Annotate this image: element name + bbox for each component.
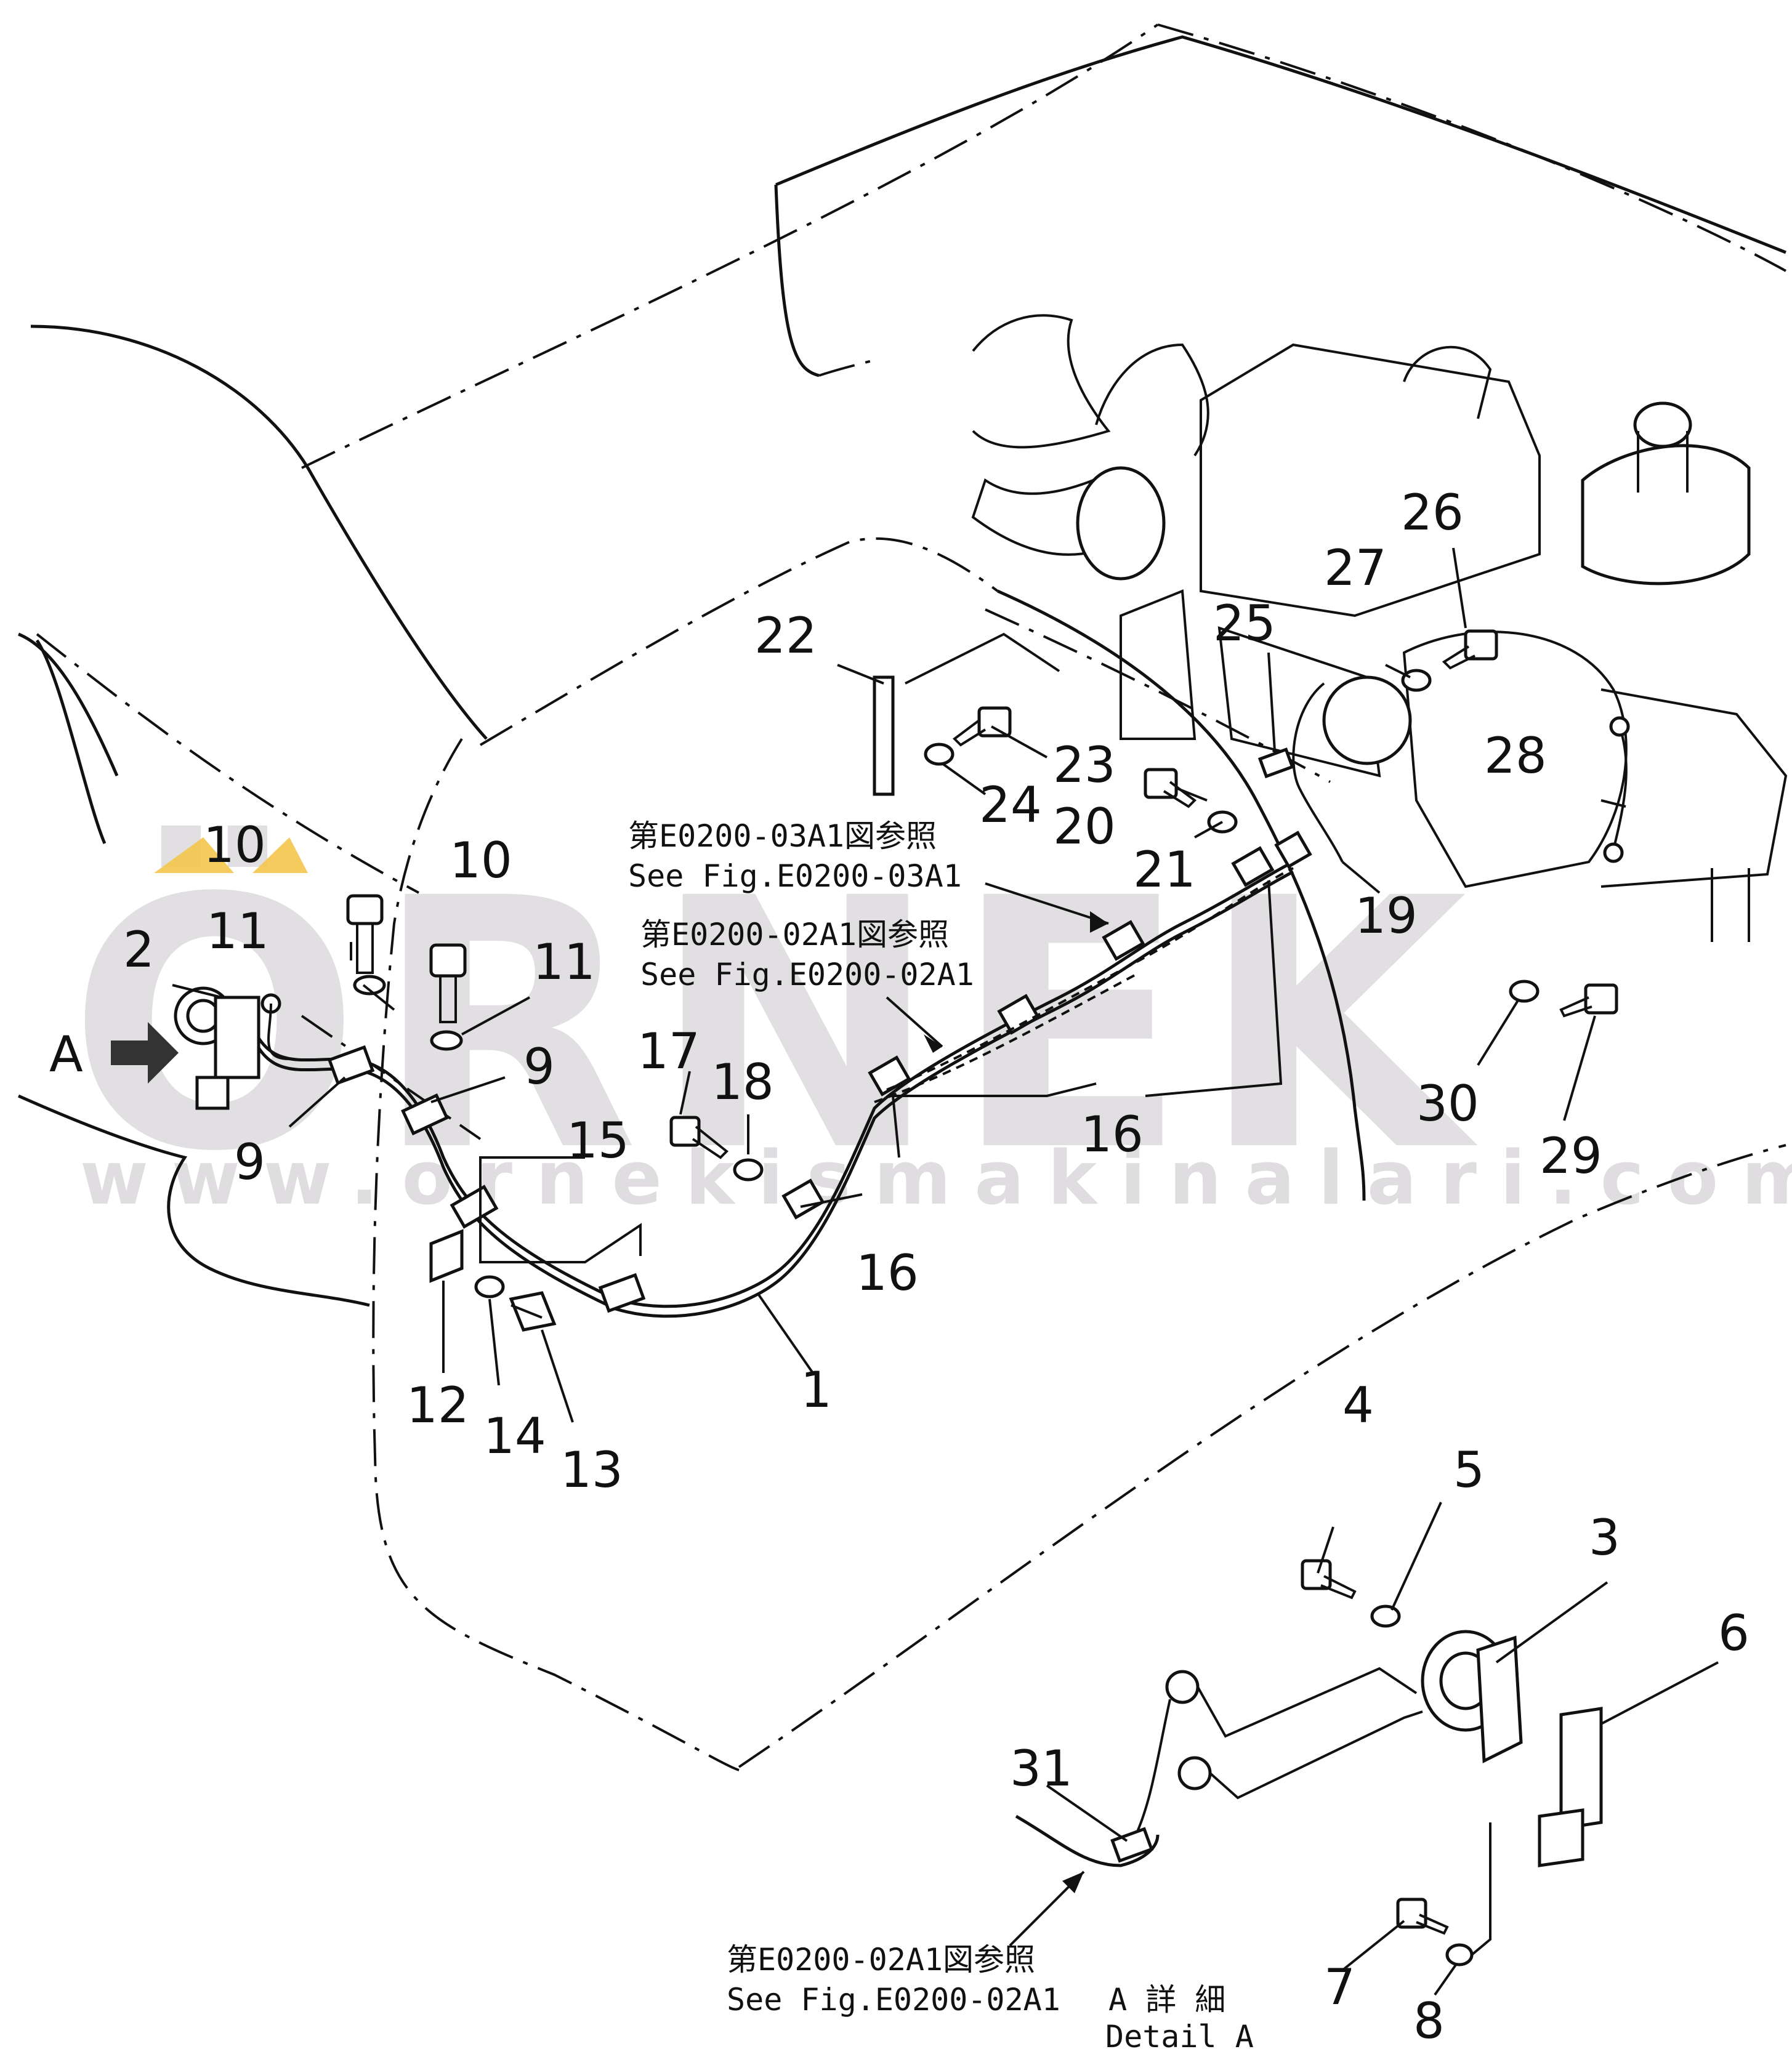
part-label-7: 7 (1324, 1958, 1355, 2016)
part-label-18: 18 (711, 1053, 774, 1111)
part-label-16-lower: 16 (856, 1244, 919, 1302)
watermark-url: www.ornekismakinalari.com.tr (80, 1136, 1792, 1222)
part-label-16-upper: 16 (1081, 1106, 1144, 1163)
part-label-12: 12 (406, 1377, 469, 1434)
part-label-29: 29 (1540, 1127, 1602, 1185)
part-label-31: 31 (1010, 1740, 1073, 1797)
part-label-11-left: 11 (206, 903, 269, 960)
part-label-11-right: 11 (533, 933, 595, 991)
ref-02a1-jp: 第E0200-02A1図参照 (640, 917, 949, 952)
view-arrow (111, 1022, 179, 1084)
detail-a-en: Detail A (1105, 2019, 1254, 2055)
part-label-4: 4 (1342, 1377, 1374, 1434)
part-label-28: 28 (1484, 727, 1547, 784)
part-label-24: 24 (979, 776, 1042, 834)
engine-assembly (971, 314, 1788, 942)
part-label-25: 25 (1213, 595, 1276, 652)
part-label-6: 6 (1718, 1604, 1750, 1662)
part-label-17: 17 (637, 1023, 700, 1080)
harness-clamps (327, 831, 1312, 1313)
ref-03a1-jp: 第E0200-03A1図参照 (628, 818, 937, 854)
part-label-10-left: 10 (203, 816, 266, 874)
ref-bottom-jp: 第E0200-02A1図参照 (727, 1942, 1035, 1978)
part-label-23: 23 (1053, 736, 1116, 794)
part-label-22: 22 (754, 607, 817, 664)
ref-02a1-en: See Fig.E0200-02A1 (640, 957, 974, 992)
part-2-assembly (174, 986, 290, 1110)
part-label-5: 5 (1453, 1441, 1485, 1499)
reference-harness (874, 867, 1294, 1103)
view-marker-a: A (49, 1026, 83, 1083)
part-label-2: 2 (123, 921, 155, 978)
part-label-15: 15 (567, 1112, 629, 1169)
part-label-9-left: 9 (234, 1133, 265, 1191)
watermark-brand: ÖRNEK (68, 822, 1480, 1227)
part-label-10-right: 10 (450, 832, 512, 889)
detail-a-jp: A 詳 細 (1108, 1982, 1225, 2018)
detail-a-assembly (1015, 1559, 1603, 1966)
part-label-1: 1 (801, 1361, 832, 1419)
part-label-19: 19 (1355, 887, 1418, 944)
part-labels: 1 2 3 4 5 6 7 8 9 9 10 10 11 11 12 13 14… (49, 484, 1750, 2050)
part-label-3: 3 (1589, 1509, 1620, 1566)
part-label-26: 26 (1401, 484, 1464, 541)
watermark-umlaut-left (154, 837, 234, 873)
ref-03a1-en: See Fig.E0200-03A1 (628, 858, 962, 894)
part-label-13: 13 (560, 1441, 623, 1499)
machine-outline (17, 23, 1786, 1771)
bolts-and-washers (346, 629, 1630, 1332)
reference-notes: 第E0200-03A1図参照 See Fig.E0200-03A1 第E0200… (628, 818, 1254, 2055)
part-label-8: 8 (1413, 1992, 1445, 2050)
part-label-14: 14 (483, 1407, 546, 1465)
part-label-9-right: 9 (523, 1038, 555, 1095)
watermark: ÖRNEK www.ornekismakinalari.com.tr (68, 822, 1792, 1227)
part-label-21: 21 (1133, 841, 1196, 898)
leader-lines (172, 547, 1719, 1996)
part-label-30: 30 (1416, 1075, 1479, 1132)
ref-bottom-en: See Fig.E0200-02A1 (727, 1982, 1060, 2018)
watermark-umlaut-right (252, 837, 308, 873)
part-label-20: 20 (1053, 798, 1116, 855)
part-label-27: 27 (1324, 539, 1387, 597)
